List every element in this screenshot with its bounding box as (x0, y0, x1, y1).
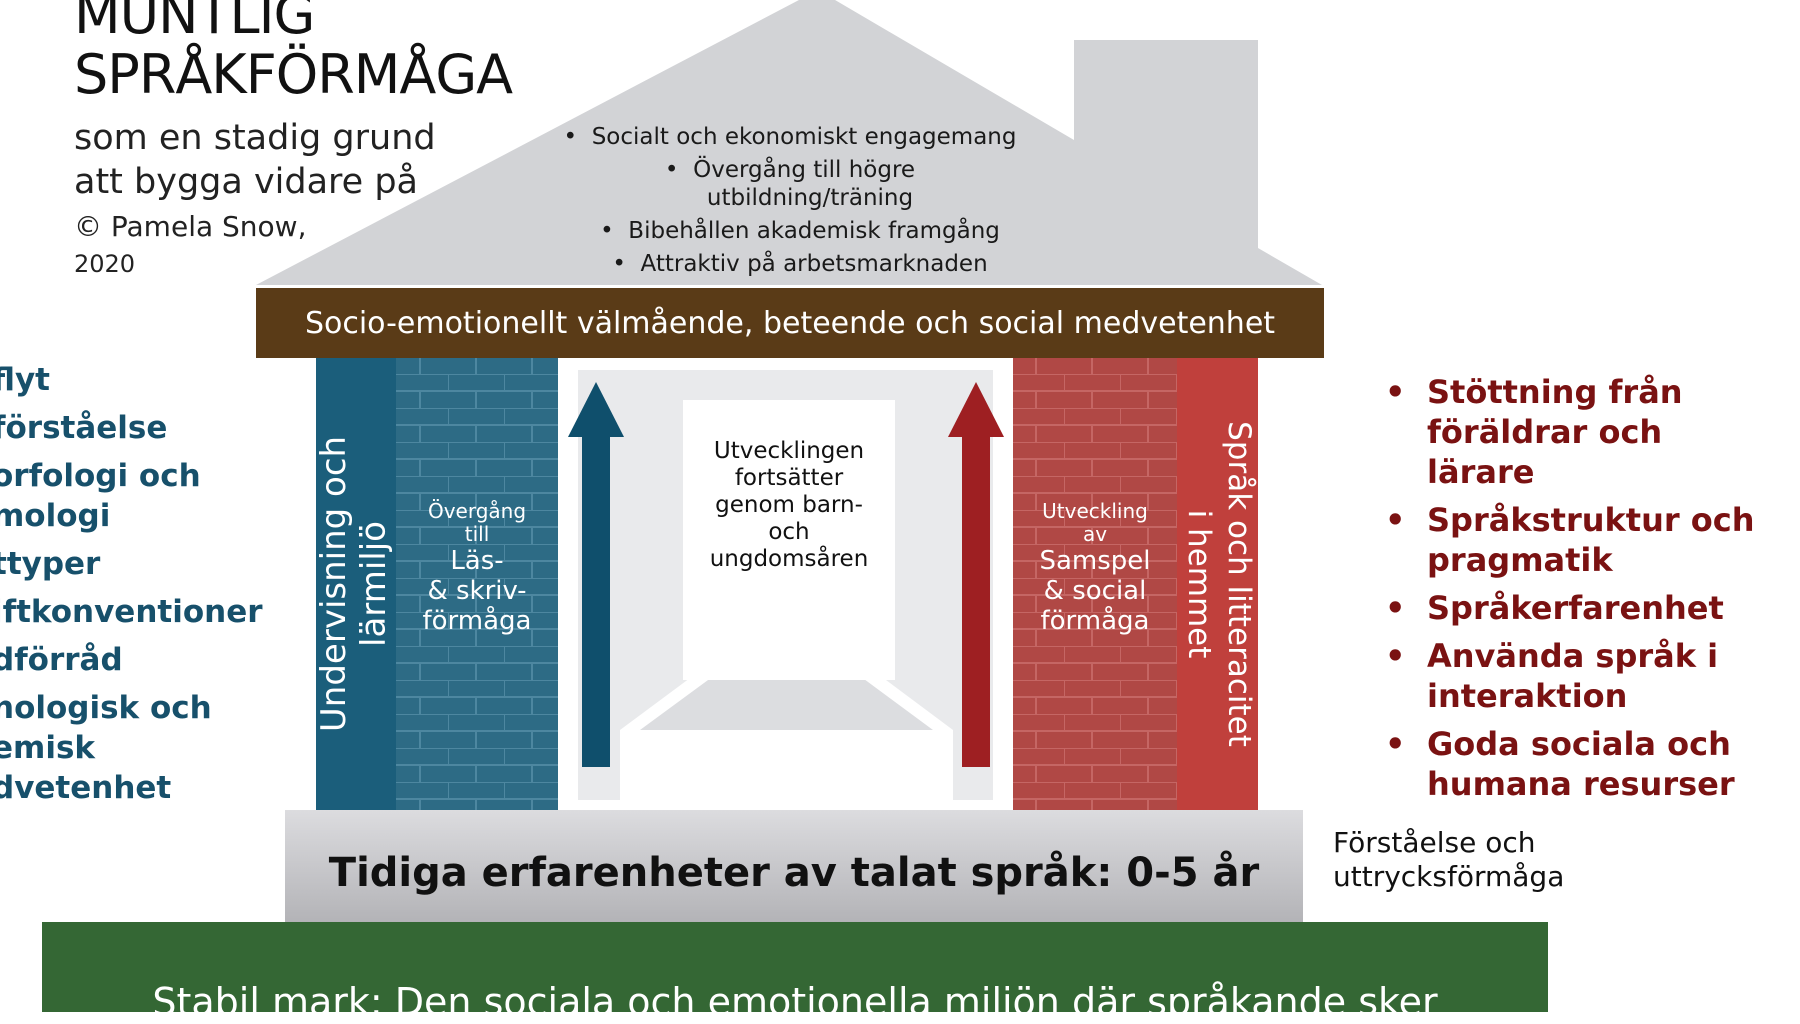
pillar-right-outer-label: Språk och litteracitet i hemmet (1181, 421, 1257, 747)
left-list-item: nologisk och (0, 690, 212, 726)
left-list-item: dförråd (0, 642, 123, 678)
right-list-item: •Språkstruktur och pragmatik (1385, 501, 1755, 579)
roof-bullet-4: • Attraktiv på arbetsmarknaden (612, 251, 988, 277)
left-list-item: mologi (0, 498, 111, 534)
subtitle-line-1: som en stadig grund (74, 118, 436, 158)
roof-bullet-2-cont: utbildning/träning (706, 185, 914, 211)
title-line-2: SPRÅKFÖRMÅGA (74, 43, 513, 106)
pillar-right-outer (1177, 358, 1258, 810)
side-note: Förståelse och uttrycksförmåga (1333, 826, 1565, 893)
foundation-label: Tidiga erfarenheter av talat språk: 0-5 … (328, 850, 1260, 896)
pillar-left-outer-label: Undervisning och lärmiljö (314, 435, 394, 733)
left-list-item: dvetenhet (0, 770, 172, 806)
pillar-right-inner (1013, 358, 1177, 810)
roof-bullet-2: • Övergång till högre (664, 157, 916, 183)
copyright: © Pamela Snow, (74, 210, 307, 243)
left-list-item: förståelse (0, 410, 168, 446)
right-list-item: •Använda språk i interaktion (1385, 637, 1719, 715)
red-arrow (948, 382, 1004, 767)
roof-bullet-3: • Bibehållen akademisk framgång (600, 218, 1000, 244)
center-box (683, 400, 895, 680)
blue-arrow (568, 382, 624, 767)
left-list-item: iftkonventioner (0, 594, 263, 630)
title-line-1: MUNTLIG (74, 0, 315, 46)
left-list-item: orfologi och (0, 458, 201, 494)
left-list-item: ttyper (0, 546, 101, 582)
roof-shape (256, 0, 1322, 285)
left-list-item: flyt (0, 362, 51, 398)
year: 2020 (74, 250, 136, 278)
socio-emotional-band: Socio-emotionellt välmående, beteende oc… (256, 288, 1324, 358)
left-list: flyt förståelse orfologi och mologi ttyp… (0, 360, 263, 808)
right-list-item: •Goda sociala och humana resurser (1385, 725, 1735, 803)
right-list-item: •Stöttning från föräldrar och lärare (1385, 373, 1683, 491)
ground-block (42, 922, 1548, 1012)
roof-bullet-1: • Socialt och ekonomiskt engagemang (563, 124, 1017, 150)
right-list-item: •Språkerfarenhet (1385, 589, 1724, 627)
pillar-left-inner-label: Övergång till Läs- & skriv- förmåga (422, 499, 532, 637)
right-list: •Stöttning från föräldrar och lärare •Sp… (1385, 372, 1767, 812)
pillar-left-inner (396, 358, 558, 810)
pillar-right-inner-label: Utveckling av Samspel & social förmåga (1039, 499, 1151, 637)
center-text: Utvecklingen fortsätter genom barn- och … (709, 438, 869, 572)
left-list-item: emisk (0, 730, 96, 766)
subtitle-line-2: att bygga vidare på (74, 162, 419, 202)
ground-label: Stabil mark: Den sociala och emotionella… (152, 980, 1438, 1024)
pillar-left-outer (316, 358, 396, 810)
